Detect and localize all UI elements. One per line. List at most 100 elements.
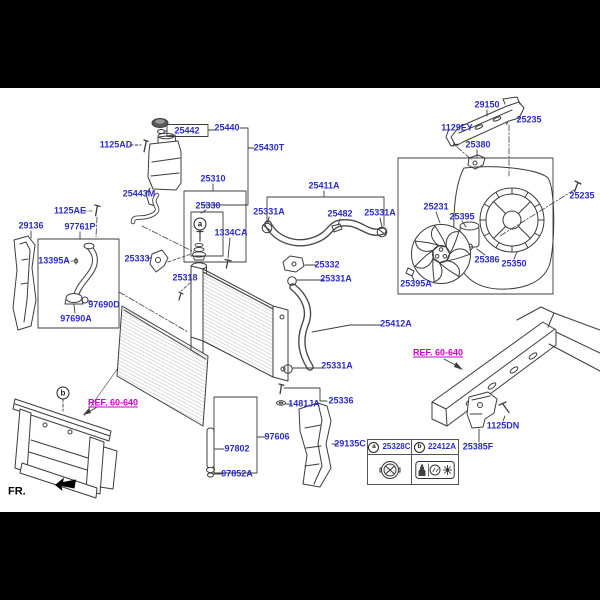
radiator-cap-25330: [192, 251, 206, 258]
legend-icon-cell-b: [412, 455, 458, 484]
legend-table: a 25328C b 22412A: [367, 439, 459, 485]
part-label-25395[interactable]: 25395: [449, 211, 475, 222]
clamp-97690d: [81, 296, 89, 304]
radiator: [178, 262, 289, 382]
part-label-1125ae[interactable]: 1125AE: [53, 205, 87, 216]
washer-1481ja: [276, 400, 286, 406]
part-label-25331a-4[interactable]: 25331A: [321, 360, 353, 371]
part-label-25235-2[interactable]: 25235: [569, 190, 595, 201]
part-label-25443m[interactable]: 25443M: [122, 188, 156, 199]
part-label-1334ca[interactable]: 1334CA: [214, 227, 248, 238]
hose-bracket-25482: [331, 223, 343, 233]
part-label-25430t[interactable]: 25430T: [253, 142, 285, 153]
bolt-1125ae: [94, 204, 101, 217]
part-label-97690a[interactable]: 97690A: [60, 313, 92, 324]
part-label-29136[interactable]: 29136: [18, 220, 44, 231]
crossmember-29150: [445, 96, 525, 147]
filler-cap-group-box: [183, 183, 247, 269]
bolt-25336: [278, 383, 285, 395]
part-label-1481ja[interactable]: 1481JA: [288, 398, 320, 409]
side-member-frame: [431, 306, 600, 443]
fr-direction-label: FR.: [8, 485, 26, 498]
part-label-97690d[interactable]: 97690D: [88, 299, 120, 310]
part-label-25333[interactable]: 25333: [124, 253, 150, 264]
callout-marker-a: a: [193, 217, 207, 231]
part-label-25310[interactable]: 25310: [200, 173, 226, 184]
part-label-25350[interactable]: 25350: [501, 258, 527, 269]
hose-clamp: [261, 222, 273, 234]
legend-cell-b: b 22412A: [412, 440, 458, 455]
part-label-13395a[interactable]: 13395A: [38, 255, 70, 266]
bolt-1125ad: [143, 139, 149, 153]
cooling-fan-assembly: [397, 113, 582, 295]
legend-marker-b: b: [413, 441, 425, 453]
part-label-1125dn[interactable]: 1125DN: [486, 420, 520, 431]
ref-note-front-end-module[interactable]: REF. 60-640: [87, 397, 139, 408]
ref-note-side-member[interactable]: REF. 60-640: [412, 347, 464, 358]
letterbox-bottom: [0, 512, 600, 600]
part-label-25330[interactable]: 25330: [195, 200, 221, 211]
part-label-97606[interactable]: 97606: [264, 431, 290, 442]
caution-labels-icon: [415, 460, 455, 479]
steam-warning-icon: [443, 464, 452, 475]
bolt-1125dn: [498, 401, 510, 414]
lower-radiator-hose-25412a: [282, 255, 382, 374]
legend-part-a[interactable]: 25328C: [382, 442, 411, 451]
hose-clamp: [283, 364, 293, 374]
bolt-1334ca: [224, 258, 232, 269]
part-label-29135c[interactable]: 29135C: [334, 438, 366, 449]
part-label-25336[interactable]: 25336: [328, 395, 354, 406]
hose-bracket-25332: [282, 255, 305, 273]
shroud-bracket-25380: [467, 154, 486, 170]
leader-lines-reservoir: [129, 124, 255, 206]
part-label-97802[interactable]: 97802: [224, 443, 250, 454]
drain-plug-25318: [178, 291, 184, 301]
hot-warning-icon: [429, 464, 441, 475]
fan-blade-25231: [411, 224, 471, 284]
condenser: [83, 291, 266, 478]
part-label-25482[interactable]: 25482: [327, 208, 353, 219]
coolant-reservoir-tank: [143, 132, 182, 208]
air-duct-29135c: [298, 402, 339, 488]
ref-arrowhead: [454, 362, 463, 370]
bolt-25235-right: [573, 180, 582, 193]
part-label-25411a[interactable]: 25411A: [308, 180, 340, 191]
filler-neck-assembly-97761p: [37, 204, 192, 329]
fan-assembly-box: [397, 157, 554, 295]
legend-part-b[interactable]: 22412A: [427, 442, 457, 451]
air-guard-29136: [12, 230, 37, 331]
part-label-25442[interactable]: 25442: [174, 125, 200, 136]
overflow-hose-25443m: [130, 192, 195, 253]
hose-clamp: [287, 276, 297, 286]
part-label-25331a-3[interactable]: 25331A: [320, 273, 352, 284]
part-label-25331a-1[interactable]: 25331A: [253, 206, 285, 217]
part-label-25386[interactable]: 25386: [474, 254, 500, 265]
part-label-97852a[interactable]: 97852A: [221, 468, 253, 479]
part-label-25412a[interactable]: 25412A: [380, 318, 412, 329]
part-label-97761p[interactable]: 97761P: [64, 221, 96, 232]
part-label-25235-1[interactable]: 25235: [516, 114, 542, 125]
part-label-25440[interactable]: 25440: [214, 122, 240, 133]
part-label-25395a[interactable]: 25395A: [400, 278, 432, 289]
radiator-cap-icon: [379, 460, 400, 479]
mounting-bolt-washer: [276, 383, 328, 406]
bracket-25333: [147, 249, 169, 273]
front-end-module: [12, 398, 118, 499]
part-label-25332[interactable]: 25332: [314, 259, 340, 270]
part-label-25318[interactable]: 25318: [172, 272, 198, 283]
part-label-1129ey[interactable]: 1129EY: [441, 122, 473, 133]
drier-cap: [207, 472, 214, 478]
fr-direction-arrow: [55, 477, 76, 491]
part-label-29150[interactable]: 29150: [474, 99, 500, 110]
upper-radiator-hose-25411a: [261, 190, 388, 247]
part-label-25331a-2[interactable]: 25331A: [364, 207, 396, 218]
condenser-core: [116, 305, 209, 427]
part-label-25380[interactable]: 25380: [465, 139, 491, 150]
part-label-25231[interactable]: 25231: [423, 201, 449, 212]
part-label-1125ad[interactable]: 1125AD: [99, 139, 133, 150]
cap-bolt: [196, 230, 204, 242]
part-label-25385f[interactable]: 25385F: [462, 441, 494, 452]
ref-arrowhead: [83, 408, 91, 415]
